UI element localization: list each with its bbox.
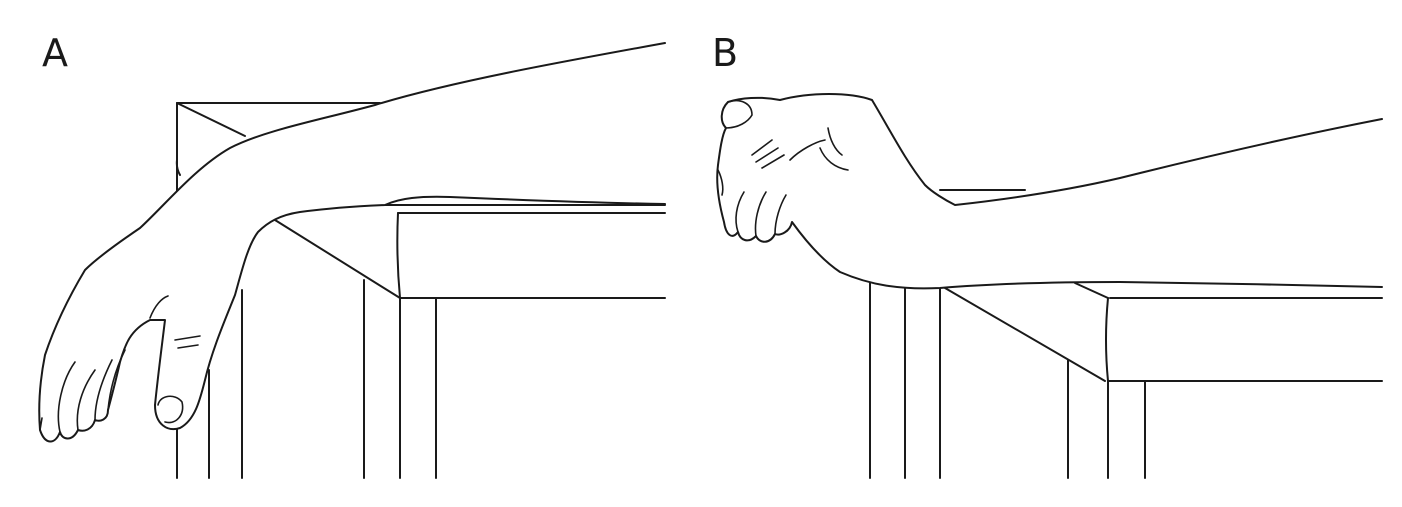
- panel-a: A: [0, 0, 700, 507]
- finger-crease: [94, 359, 113, 421]
- fingernail: [39, 417, 43, 431]
- thumb-crease: [177, 344, 199, 349]
- finger-crease: [755, 147, 779, 163]
- forearm-b: [716, 93, 1383, 290]
- hand-crease: [149, 295, 169, 319]
- panel-b-illustration: [716, 93, 1383, 479]
- thumbnail: [157, 395, 184, 424]
- fingernail: [725, 99, 753, 129]
- finger-crease: [107, 349, 126, 411]
- arm-b: [716, 93, 1383, 290]
- table-front-diagonal: [274, 219, 401, 299]
- finger-crease: [754, 191, 767, 237]
- table-front-corner: [396, 212, 401, 299]
- table-top-corner: [1074, 282, 1109, 299]
- table-front-diagonal: [944, 287, 1106, 382]
- arm-a: [38, 42, 666, 443]
- finger-crease: [761, 154, 785, 169]
- panel-a-illustration: [38, 42, 666, 479]
- panel-label-a: A: [42, 31, 68, 75]
- table-back-diagonal: [176, 102, 246, 137]
- table-b: [869, 189, 1383, 479]
- finger-crease: [735, 191, 745, 233]
- panel-b: B: [700, 0, 1402, 507]
- table-front-corner: [1105, 297, 1109, 382]
- finger-crease: [57, 361, 76, 433]
- finger-crease: [751, 139, 773, 156]
- finger-crease: [774, 194, 787, 235]
- finger-crease: [76, 369, 96, 431]
- palm-crease: [827, 127, 843, 156]
- palm-crease: [789, 139, 826, 161]
- palm-crease: [819, 147, 849, 171]
- panel-label-b: B: [712, 31, 739, 75]
- thumb-crease: [174, 335, 201, 341]
- fingernail: [717, 169, 724, 196]
